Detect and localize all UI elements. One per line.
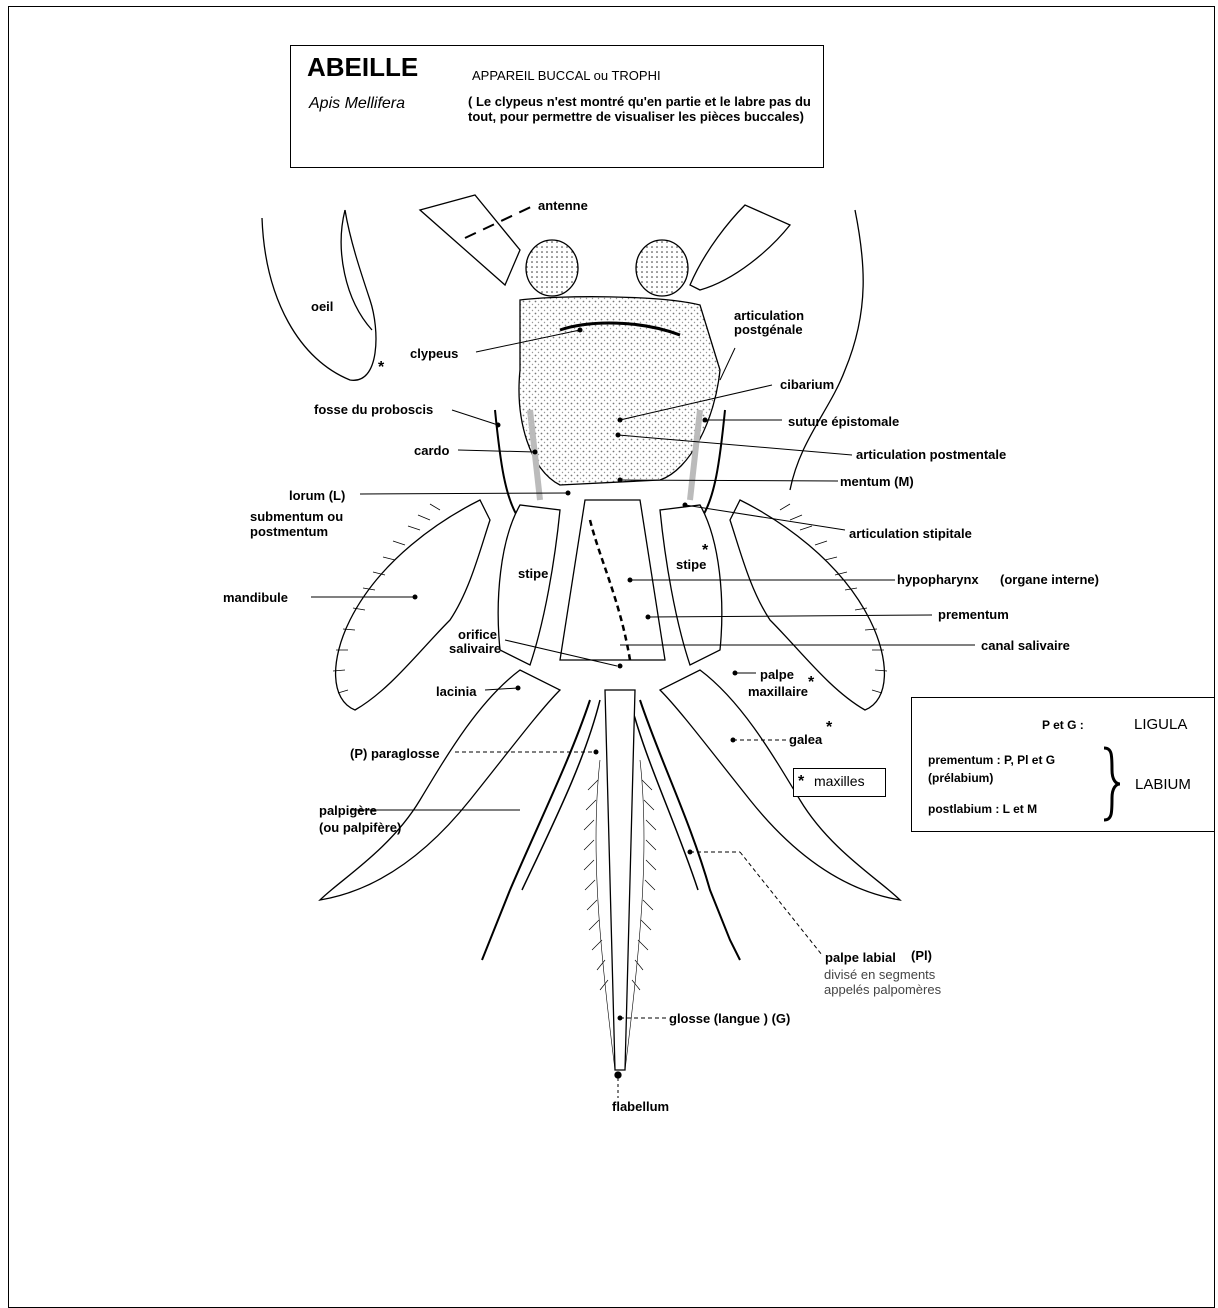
legend-labium: LABIUM — [1135, 777, 1191, 792]
